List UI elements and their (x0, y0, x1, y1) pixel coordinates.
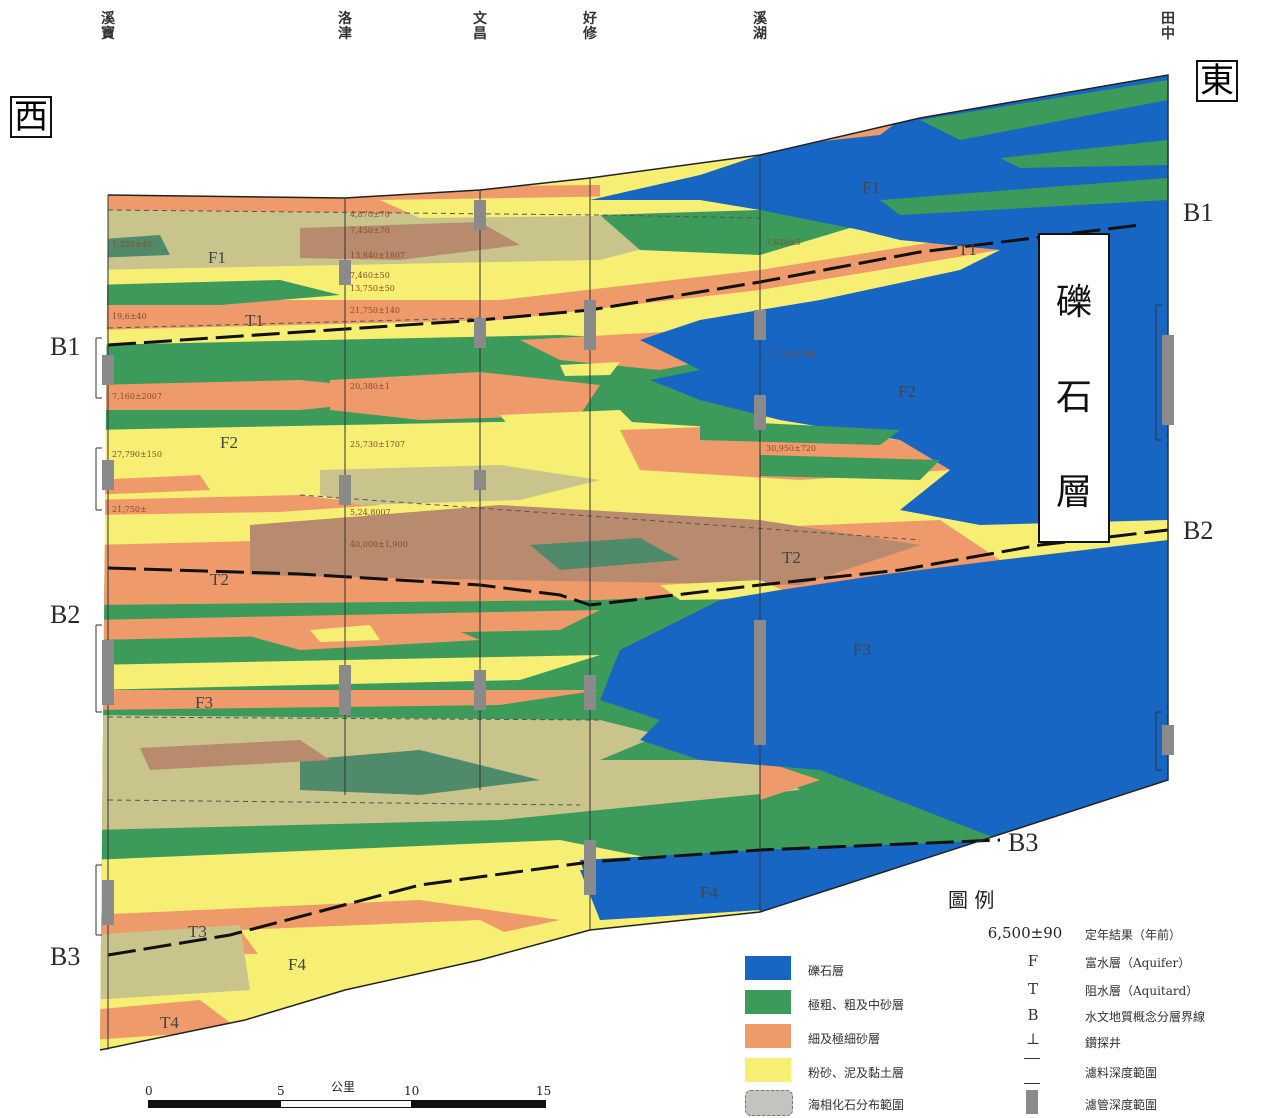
well-label-xibao: 溪寶 (101, 11, 115, 42)
legend-symbol-boundary: B (1027, 1006, 1039, 1024)
west-label: 西 (10, 96, 52, 138)
boundary-label-b1-left: B1 (50, 332, 81, 361)
legend-swatch-fine (745, 1024, 791, 1048)
unit-t4: T4 (160, 1013, 179, 1032)
legend-label-well: 鑽探井 (1085, 1036, 1122, 1050)
age-label: 7,620±5 (766, 238, 801, 247)
legend-filter-bracket-icon (1024, 1058, 1040, 1084)
age-label: 1,320±40 (112, 240, 152, 249)
age-label: 21,750± (112, 505, 147, 514)
scale-unit: 公里 (331, 1080, 356, 1094)
unit-t2-right: T2 (782, 548, 801, 567)
legend-title: 圖 例 (948, 888, 995, 912)
gravel-char-3: 層 (1055, 472, 1092, 513)
legend-swatch-marine (745, 1090, 793, 1116)
well-label-tianzhong: 田中 (1161, 11, 1175, 42)
unit-t1-left: T1 (245, 311, 264, 330)
age-label: 7,450±70 (350, 226, 390, 235)
unit-f2-right: F2 (898, 382, 916, 401)
legend-symbol-well: ⊥ (1025, 1030, 1041, 1048)
well-label-wenchang: 文昌 (473, 11, 487, 42)
scale-tick-0: 0 (145, 1084, 153, 1098)
unit-t3: T3 (188, 922, 207, 941)
unit-f1-right: F1 (862, 178, 880, 197)
legend-label-silt: 粉砂、泥及黏土層 (808, 1066, 905, 1080)
legend-label-filter: 濾料深度範圍 (1085, 1066, 1158, 1080)
legend-symbol-age: 6,500±90 (987, 924, 1063, 942)
legend-label-aquitard: 阻水層（Aquitard） (1085, 984, 1199, 998)
legend-symbol-aquifer: F (1027, 952, 1039, 970)
legend-screen-bar-icon (1026, 1090, 1038, 1114)
boundary-b3 (107, 838, 1001, 957)
screen-intervals (102, 200, 1174, 925)
age-label: 7,160±2007 (112, 392, 162, 401)
unit-t2-left: T2 (210, 570, 229, 589)
boundary-label-b2-right: B2 (1183, 516, 1214, 545)
boundary-label-b2-left: B2 (50, 600, 81, 629)
boundary-b1 (107, 223, 1141, 347)
scale-bar-segment (412, 1100, 546, 1108)
unit-f4-left: F4 (288, 955, 306, 974)
boundary-label-b3-right: B3 (1008, 828, 1039, 857)
legend-symbol-aquitard: T (1027, 980, 1038, 998)
legend-label-aquifer: 富水層（Aquifer） (1085, 956, 1191, 970)
legend-label-boundary: 水文地質概念分層界線 (1085, 1010, 1206, 1024)
gravel-callout: 礫 石 層 (1038, 233, 1110, 543)
legend-label-marine: 海相化石分布範圍 (808, 1098, 905, 1112)
age-label: 4,870±70 (350, 210, 390, 219)
boundary-label-b1-right: B1 (1183, 198, 1214, 227)
age-label: 21,750±140 (350, 306, 400, 315)
legend-swatch-coarse (745, 990, 791, 1014)
filter-brackets (95, 304, 1162, 936)
legend-label-age: 定年結果（年前） (1085, 928, 1182, 942)
unit-f2-left: F2 (220, 433, 238, 452)
age-label: 27,790±150 (112, 450, 162, 459)
boundary-label-b3-left: B3 (50, 942, 81, 971)
age-label: 25,730±1707 (350, 440, 406, 449)
age-label: 19,6±40 (112, 312, 147, 321)
east-label: 東 (1196, 60, 1238, 102)
legend-swatch-gravel (745, 956, 791, 980)
unit-f3-right: F3 (853, 640, 871, 659)
scale-tick-15: 15 (536, 1084, 552, 1098)
age-label: 7,460±50 (350, 271, 390, 280)
unit-f1-left: F1 (208, 248, 226, 267)
legend-label-gravel: 礫石層 (808, 964, 845, 978)
age-label: 21,190±340 (766, 350, 816, 359)
legend-swatch-silt (745, 1058, 791, 1082)
scale-tick-10: 10 (404, 1084, 420, 1098)
unit-t1-right: T1 (958, 240, 977, 259)
legend-label-fine: 細及極細砂層 (808, 1032, 881, 1046)
gravel-char-2: 石 (1055, 377, 1092, 418)
age-label: 13,840±1807 (350, 251, 406, 260)
age-label: 5,24,8007 (350, 508, 391, 517)
legend-label-screen: 濾管深度範圍 (1085, 1098, 1158, 1112)
well-label-luojin: 洛津 (338, 11, 352, 42)
scale-bar-segment (148, 1100, 280, 1108)
age-label: 20,380±1 (350, 382, 390, 391)
age-label: 30,950±720 (766, 444, 816, 453)
well-label-xihu: 溪湖 (753, 11, 767, 42)
age-label: 13,750±50 (350, 284, 395, 293)
well-label-haoxiu: 好修 (583, 11, 597, 42)
unit-f4-right: F4 (700, 883, 718, 902)
legend-label-coarse: 極粗、粗及中砂層 (808, 998, 905, 1012)
scale-bar-segment (280, 1100, 412, 1108)
scale-tick-5: 5 (277, 1084, 285, 1098)
age-label: 40,000±1,900 (350, 540, 408, 549)
unit-f3-left: F3 (195, 693, 213, 712)
gravel-char-1: 礫 (1055, 282, 1092, 323)
